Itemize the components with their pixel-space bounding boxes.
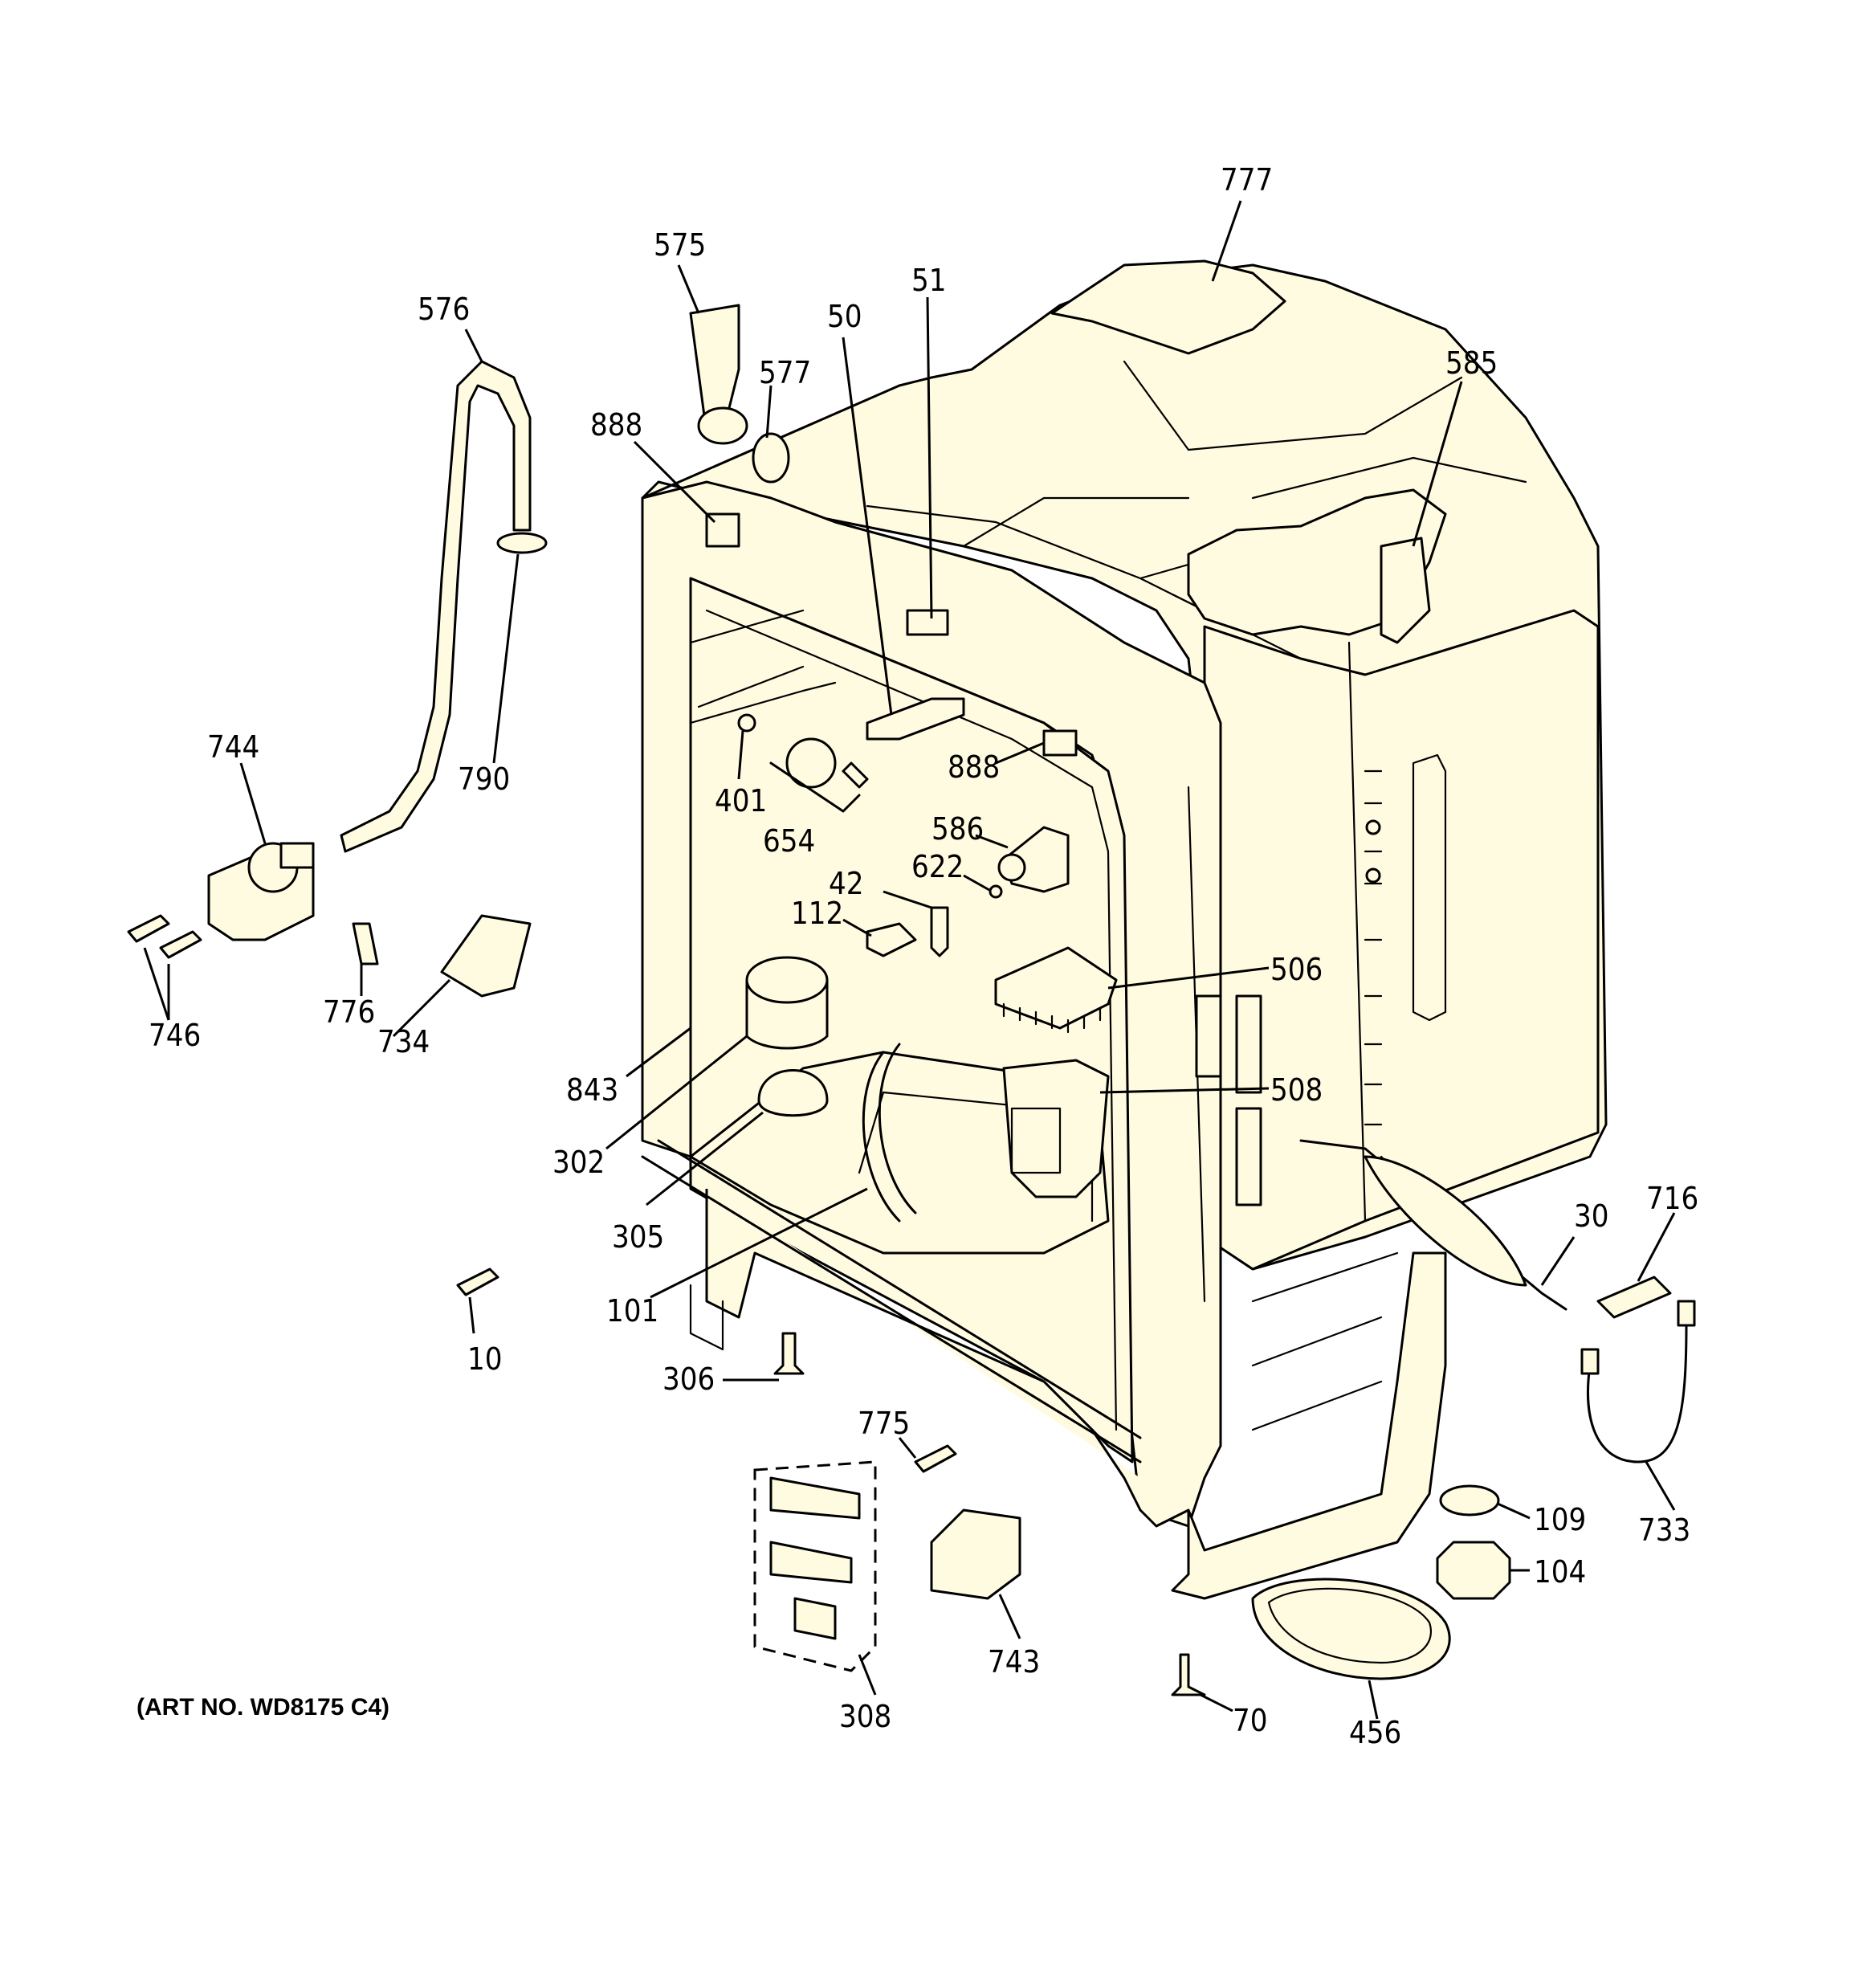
callout-506: 506 [1270,952,1323,987]
callout-716: 716 [1646,1181,1698,1216]
nut-104 [1436,1541,1511,1600]
callout-586: 586 [932,811,984,847]
part-401 [737,713,756,733]
callout-843: 843 [566,1072,618,1108]
dome-305 [757,1069,829,1117]
gasket-577 [752,432,790,484]
screw-746a [127,914,170,943]
callout-305: 305 [612,1219,664,1255]
callout-10: 10 [467,1341,503,1377]
callout-575: 575 [654,227,706,263]
callout-746: 746 [149,1018,201,1053]
callout-51: 51 [911,263,947,298]
clip-112 [866,922,917,957]
motor-302 [745,956,829,1050]
callout-42: 42 [829,866,864,901]
art-number: (ART NO. WD8175 C4) [137,1694,389,1721]
hose-clamp [496,532,548,554]
callout-101: 101 [606,1293,658,1329]
basket-508 [1002,1059,1110,1198]
screw-776 [352,922,379,965]
filter-506 [994,946,1118,1034]
bracket-51 [906,609,949,636]
screw-775 [914,1444,957,1473]
callout-30: 30 [1574,1198,1609,1234]
callout-576: 576 [418,292,470,327]
callout-112: 112 [791,896,843,931]
screw-10 [456,1268,499,1296]
callout-743: 743 [988,1644,1040,1680]
callout-306: 306 [662,1361,715,1397]
cable-733 [1580,1300,1696,1463]
leader-lines [143,200,1676,1720]
callout-302: 302 [552,1145,605,1180]
callout-790: 790 [458,761,510,797]
float-switch [440,914,532,998]
spring-30 [1299,1139,1567,1311]
relay-743 [930,1508,1021,1600]
callout-104: 104 [1534,1554,1586,1590]
part-306 [773,1332,805,1375]
callout-733: 733 [1638,1512,1690,1548]
callout-775: 775 [858,1406,910,1441]
fill-hose [340,360,532,853]
gasket-456 [1251,1578,1451,1680]
callout-777: 777 [1221,162,1273,198]
screw-746b [159,930,202,959]
callout-401: 401 [715,783,767,818]
washer-109 [1439,1484,1500,1517]
callout-744: 744 [207,729,259,765]
callout-622: 622 [911,849,964,884]
callout-70: 70 [1233,1703,1268,1738]
callout-734: 734 [377,1024,430,1059]
wheel-654 [785,737,837,789]
callout-585: 585 [1445,345,1498,381]
vent-cap [697,406,748,445]
callout-888-right: 888 [948,749,1000,785]
hose-101 [862,1051,901,1223]
bracket-assembly-308 [753,1460,877,1672]
callout-654: 654 [763,823,815,859]
callout-50: 50 [827,299,862,334]
callout-577: 577 [759,355,811,390]
clip-888-right [1042,729,1078,757]
part-622 [989,884,1003,899]
callout-labels: 777 575 51 50 576 577 585 888 888 790 74… [149,162,1698,1750]
bracket-50 [866,697,965,741]
callout-456: 456 [1349,1715,1401,1750]
part-70 [1171,1653,1206,1696]
callout-508: 508 [1270,1072,1323,1108]
callout-776: 776 [323,994,375,1030]
callout-109: 109 [1534,1502,1586,1537]
callout-308: 308 [839,1699,891,1734]
callout-888-top: 888 [590,407,642,443]
screw-42 [930,906,949,957]
part-716 [1596,1276,1672,1319]
water-valve [207,842,315,941]
